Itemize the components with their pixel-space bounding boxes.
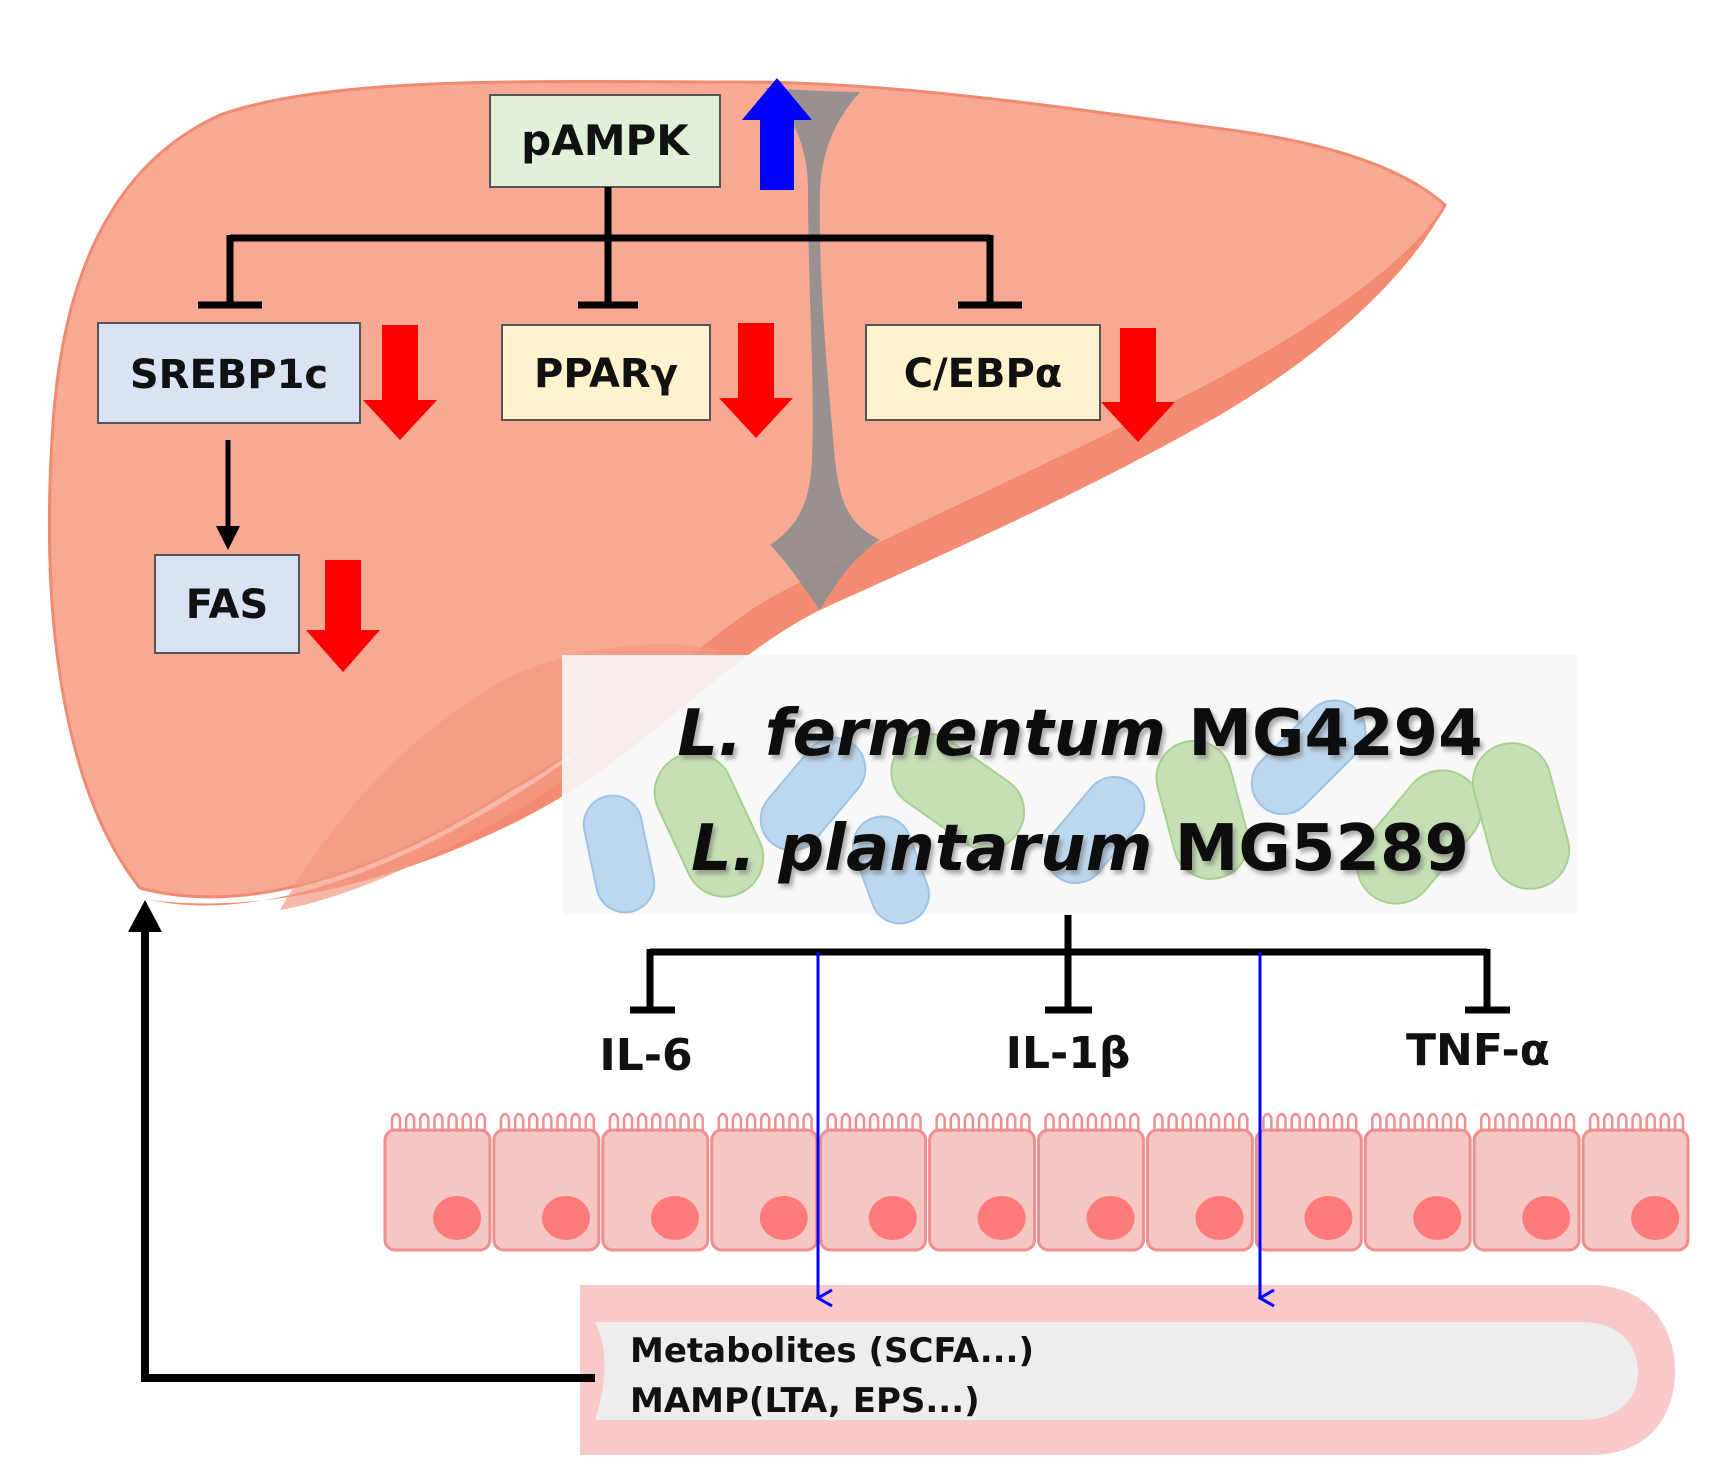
lumen-inner [595, 1322, 1638, 1420]
cell-nucleus [1086, 1196, 1135, 1240]
epithelial-cell [383, 1112, 492, 1252]
fas-label: FAS [186, 582, 269, 628]
epithelial-cell [601, 1112, 710, 1252]
srebp1c-label: SREBP1c [130, 352, 328, 398]
bacterium [582, 794, 656, 914]
liver-inhibition-lines [198, 187, 1022, 309]
strain-1-species: L. fermentum [677, 697, 1166, 771]
cell-nucleus [1195, 1196, 1244, 1240]
bacterium [1250, 699, 1367, 816]
cell-nucleus [1413, 1196, 1462, 1240]
cytokine-tnfa-label: TNF-α [1406, 1025, 1550, 1076]
epithelial-cell [1145, 1112, 1254, 1252]
bacterium [1044, 776, 1146, 884]
liver-ligament [765, 88, 880, 610]
strain-2-species: L. plantarum [691, 812, 1152, 886]
strain-1-label: L. fermentum MG4294 [677, 697, 1482, 771]
lumen-mamp-label: MAMP(LTA, EPS...) [630, 1381, 980, 1421]
strain-2-label: L. plantarum MG5289 [691, 812, 1469, 886]
strain-labels: L. fermentum MG4294 L. plantarum MG5289 [677, 697, 1482, 886]
ppar-node: PPARγ [501, 324, 711, 421]
cell-nucleus [1304, 1196, 1353, 1240]
bacteria-cluster [582, 699, 1571, 925]
upregulation-arrow [742, 78, 812, 190]
cebp-label: C/EBPα [904, 351, 1063, 397]
srebp1c-node: SREBP1c [97, 322, 361, 424]
cell-nucleus [541, 1196, 590, 1240]
epithelial-cell [1472, 1112, 1581, 1252]
cebp-node: C/EBPα [865, 324, 1101, 421]
epithelial-cell [492, 1112, 601, 1252]
cell-nucleus [1522, 1196, 1571, 1240]
bacterium [759, 736, 867, 852]
gut-to-liver-arrow [128, 900, 595, 1382]
cell-nucleus [977, 1196, 1026, 1240]
epithelial-cell [928, 1112, 1036, 1252]
pampk-label: pAMPK [521, 116, 690, 165]
cell-nucleus [759, 1196, 808, 1240]
srebp-to-fas-arrow [216, 440, 240, 550]
bacterium [1155, 739, 1250, 880]
gut-lumen: Metabolites (SCFA...) MAMP(LTA, EPS...) [580, 1285, 1675, 1455]
cell-nucleus [1631, 1196, 1680, 1240]
intestinal-epithelium [383, 1112, 1690, 1252]
bacterium [653, 752, 765, 898]
epithelial-cell [1254, 1112, 1363, 1252]
downregulation-arrow-ppar [719, 323, 793, 438]
bacterium [1355, 769, 1483, 905]
probiotic-panel: L. fermentum MG4294 L. plantarum MG5289 [562, 655, 1577, 925]
epithelial-cell [710, 1112, 819, 1252]
epithelial-cell [819, 1112, 928, 1252]
epithelial-cell [1037, 1112, 1145, 1252]
bacterium [890, 733, 1026, 851]
bacterium [852, 815, 930, 925]
cytokine-il1b-label: IL-1β [1006, 1028, 1131, 1079]
ppar-label: PPARγ [534, 351, 678, 397]
cytokine-inhibition-lines [630, 915, 1510, 1014]
fas-node: FAS [154, 554, 300, 654]
cell-nucleus [433, 1196, 482, 1240]
epithelial-cell [1581, 1112, 1690, 1252]
cytokine-il6-label: IL-6 [599, 1030, 692, 1081]
downregulation-arrow-cebp [1101, 328, 1175, 442]
cell-nucleus [868, 1196, 917, 1240]
bacterium [1471, 742, 1571, 890]
cell-nucleus [650, 1196, 699, 1240]
strain-1-id: MG4294 [1188, 697, 1482, 771]
epithelial-cell [1363, 1112, 1472, 1252]
strain-2-id: MG5289 [1175, 812, 1469, 886]
pampk-node: pAMPK [489, 94, 721, 188]
downregulation-arrow-fas [306, 560, 380, 672]
lumen-metabolites-label: Metabolites (SCFA...) [630, 1331, 1034, 1371]
downregulation-arrow-srebp1c [363, 325, 437, 440]
